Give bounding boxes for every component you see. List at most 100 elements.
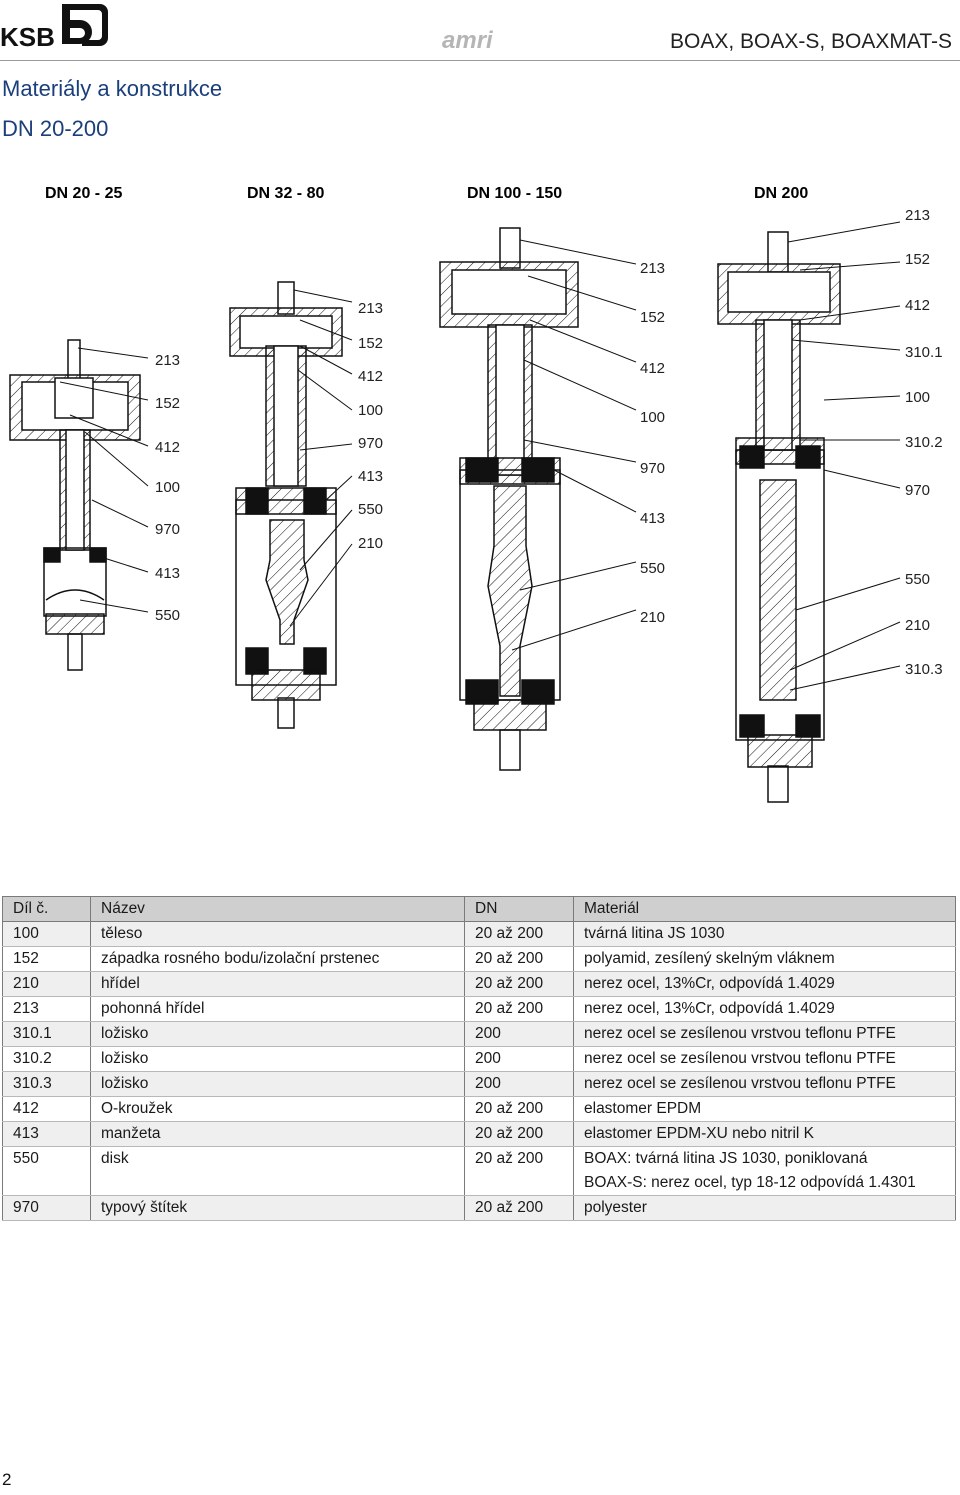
cell-name: ložisko bbox=[90, 1021, 465, 1047]
label-970: 970 bbox=[640, 460, 665, 477]
label-100: 100 bbox=[905, 389, 930, 406]
label-413: 413 bbox=[155, 565, 180, 582]
cell-part: 310.1 bbox=[2, 1021, 91, 1047]
cell-material: elastomer EPDM-XU nebo nitril K bbox=[573, 1121, 956, 1147]
label-413: 413 bbox=[640, 510, 665, 527]
ksb-logo-text: KSB bbox=[0, 22, 55, 52]
table-row: 213 pohonná hřídel 20 až 200 nerez ocel,… bbox=[2, 996, 956, 1022]
material-line: BOAX: tvárná litina JS 1030, poniklovaná bbox=[584, 1150, 868, 1167]
cell-name: pohonná hřídel bbox=[90, 996, 465, 1022]
material-line: tvárná litina JS 1030 bbox=[584, 925, 725, 942]
header-divider bbox=[0, 60, 960, 61]
cell-material: nerez ocel, 13%Cr, odpovídá 1.4029 bbox=[573, 971, 956, 997]
cell-dn: 200 bbox=[464, 1046, 574, 1072]
cell-name: O-kroužek bbox=[90, 1096, 465, 1122]
cell-name: těleso bbox=[90, 921, 465, 947]
valve-dn200-drawing bbox=[717, 231, 841, 803]
cell-material: nerez ocel se zesílenou vrstvou teflonu … bbox=[573, 1046, 956, 1072]
label-152: 152 bbox=[640, 309, 665, 326]
material-line: nerez ocel se zesílenou vrstvou teflonu … bbox=[584, 1050, 896, 1067]
valve-dn100-drawing bbox=[439, 227, 579, 771]
valve-dn20-leaders bbox=[59, 347, 149, 613]
label-100: 100 bbox=[358, 402, 383, 419]
cell-part: 310.3 bbox=[2, 1071, 91, 1097]
material-line: nerez ocel, 13%Cr, odpovídá 1.4029 bbox=[584, 1000, 835, 1017]
cell-part: 412 bbox=[2, 1096, 91, 1122]
cell-material: tvárná litina JS 1030 bbox=[573, 921, 956, 947]
column-header-part: Díl č. bbox=[2, 896, 91, 922]
table-row: 210 hřídel 20 až 200 nerez ocel, 13%Cr, … bbox=[2, 971, 956, 997]
table-row: 413 manžeta 20 až 200 elastomer EPDM-XU … bbox=[2, 1121, 956, 1147]
cell-dn: 20 až 200 bbox=[464, 1195, 574, 1221]
table-row: 310.2 ložisko 200 nerez ocel se zesíleno… bbox=[2, 1046, 956, 1072]
cell-material: BOAX: tvárná litina JS 1030, poniklovaná… bbox=[573, 1146, 956, 1196]
cell-part: 210 bbox=[2, 971, 91, 997]
label-412: 412 bbox=[358, 368, 383, 385]
cell-part: 152 bbox=[2, 946, 91, 972]
label-550: 550 bbox=[358, 501, 383, 518]
cell-dn: 20 až 200 bbox=[464, 1096, 574, 1122]
table-row: 970 typový štítek 20 až 200 polyester bbox=[2, 1195, 956, 1221]
drawing-heading-dn100: DN 100 - 150 bbox=[467, 185, 562, 202]
cell-material: polyester bbox=[573, 1195, 956, 1221]
material-line: nerez ocel se zesílenou vrstvou teflonu … bbox=[584, 1075, 896, 1092]
cell-part: 213 bbox=[2, 996, 91, 1022]
label-550: 550 bbox=[155, 607, 180, 624]
label-310-3: 310.3 bbox=[905, 661, 943, 678]
cell-name: manžeta bbox=[90, 1121, 465, 1147]
cell-name: ložisko bbox=[90, 1046, 465, 1072]
amri-logo-text: amri bbox=[442, 27, 494, 54]
table-row: 152 západka rosného bodu/izolační prsten… bbox=[2, 946, 956, 972]
amri-logo-icon: amri bbox=[442, 27, 494, 54]
label-213: 213 bbox=[155, 352, 180, 369]
cell-dn: 200 bbox=[464, 1071, 574, 1097]
cell-name: ložisko bbox=[90, 1071, 465, 1097]
valve-dn100-leaders bbox=[511, 239, 637, 651]
table-row: 310.1 ložisko 200 nerez ocel se zesíleno… bbox=[2, 1021, 956, 1047]
cell-dn: 20 až 200 bbox=[464, 996, 574, 1022]
material-line: polyamid, zesílený skelným vláknem bbox=[584, 950, 835, 967]
page-number: 2 bbox=[2, 1470, 12, 1489]
ksb-logo-icon: KSB bbox=[0, 4, 108, 52]
material-line: elastomer EPDM bbox=[584, 1100, 702, 1117]
cell-material: nerez ocel, 13%Cr, odpovídá 1.4029 bbox=[573, 996, 956, 1022]
column-header-dn: DN bbox=[464, 896, 574, 922]
valve-dn32-drawing bbox=[229, 281, 343, 729]
material-line: nerez ocel se zesílenou vrstvou teflonu … bbox=[584, 1025, 896, 1042]
label-310-1: 310.1 bbox=[905, 344, 943, 361]
label-152: 152 bbox=[155, 395, 180, 412]
cell-name: západka rosného bodu/izolační prstenec bbox=[90, 946, 465, 972]
document-title: BOAX, BOAX-S, BOAXMAT-S bbox=[669, 30, 952, 53]
cell-dn: 200 bbox=[464, 1021, 574, 1047]
valve-dn20-drawing bbox=[9, 339, 141, 671]
drawing-heading-dn200: DN 200 bbox=[754, 185, 808, 202]
label-152: 152 bbox=[358, 335, 383, 352]
parts-materials-table: Díl č. Název DN Materiál 100 těleso 20 a… bbox=[2, 896, 956, 1221]
cell-part: 100 bbox=[2, 921, 91, 947]
label-100: 100 bbox=[155, 479, 180, 496]
label-210: 210 bbox=[905, 617, 930, 634]
column-header-material: Materiál bbox=[573, 896, 956, 922]
material-line: BOAX-S: nerez ocel, typ 18-12 odpovídá 1… bbox=[584, 1174, 916, 1191]
cell-part: 413 bbox=[2, 1121, 91, 1147]
label-213: 213 bbox=[640, 260, 665, 277]
label-550: 550 bbox=[905, 571, 930, 588]
label-970: 970 bbox=[358, 435, 383, 452]
cell-dn: 20 až 200 bbox=[464, 921, 574, 947]
section-subtitle: DN 20-200 bbox=[2, 116, 109, 141]
cell-part: 310.2 bbox=[2, 1046, 91, 1072]
label-412: 412 bbox=[155, 439, 180, 456]
drawing-heading-dn32: DN 32 - 80 bbox=[247, 185, 324, 202]
column-header-name: Název bbox=[90, 896, 465, 922]
cell-dn: 20 až 200 bbox=[464, 971, 574, 997]
valve-dn32-leaders bbox=[289, 289, 353, 627]
label-213: 213 bbox=[905, 207, 930, 224]
label-210: 210 bbox=[640, 609, 665, 626]
table-row: 100 těleso 20 až 200 tvárná litina JS 10… bbox=[2, 921, 956, 947]
cell-material: nerez ocel se zesílenou vrstvou teflonu … bbox=[573, 1021, 956, 1047]
valve-dn200-leaders bbox=[787, 221, 901, 691]
label-210: 210 bbox=[358, 535, 383, 552]
cell-name: hřídel bbox=[90, 971, 465, 997]
cell-part: 970 bbox=[2, 1195, 91, 1221]
label-310-2: 310.2 bbox=[905, 434, 943, 451]
